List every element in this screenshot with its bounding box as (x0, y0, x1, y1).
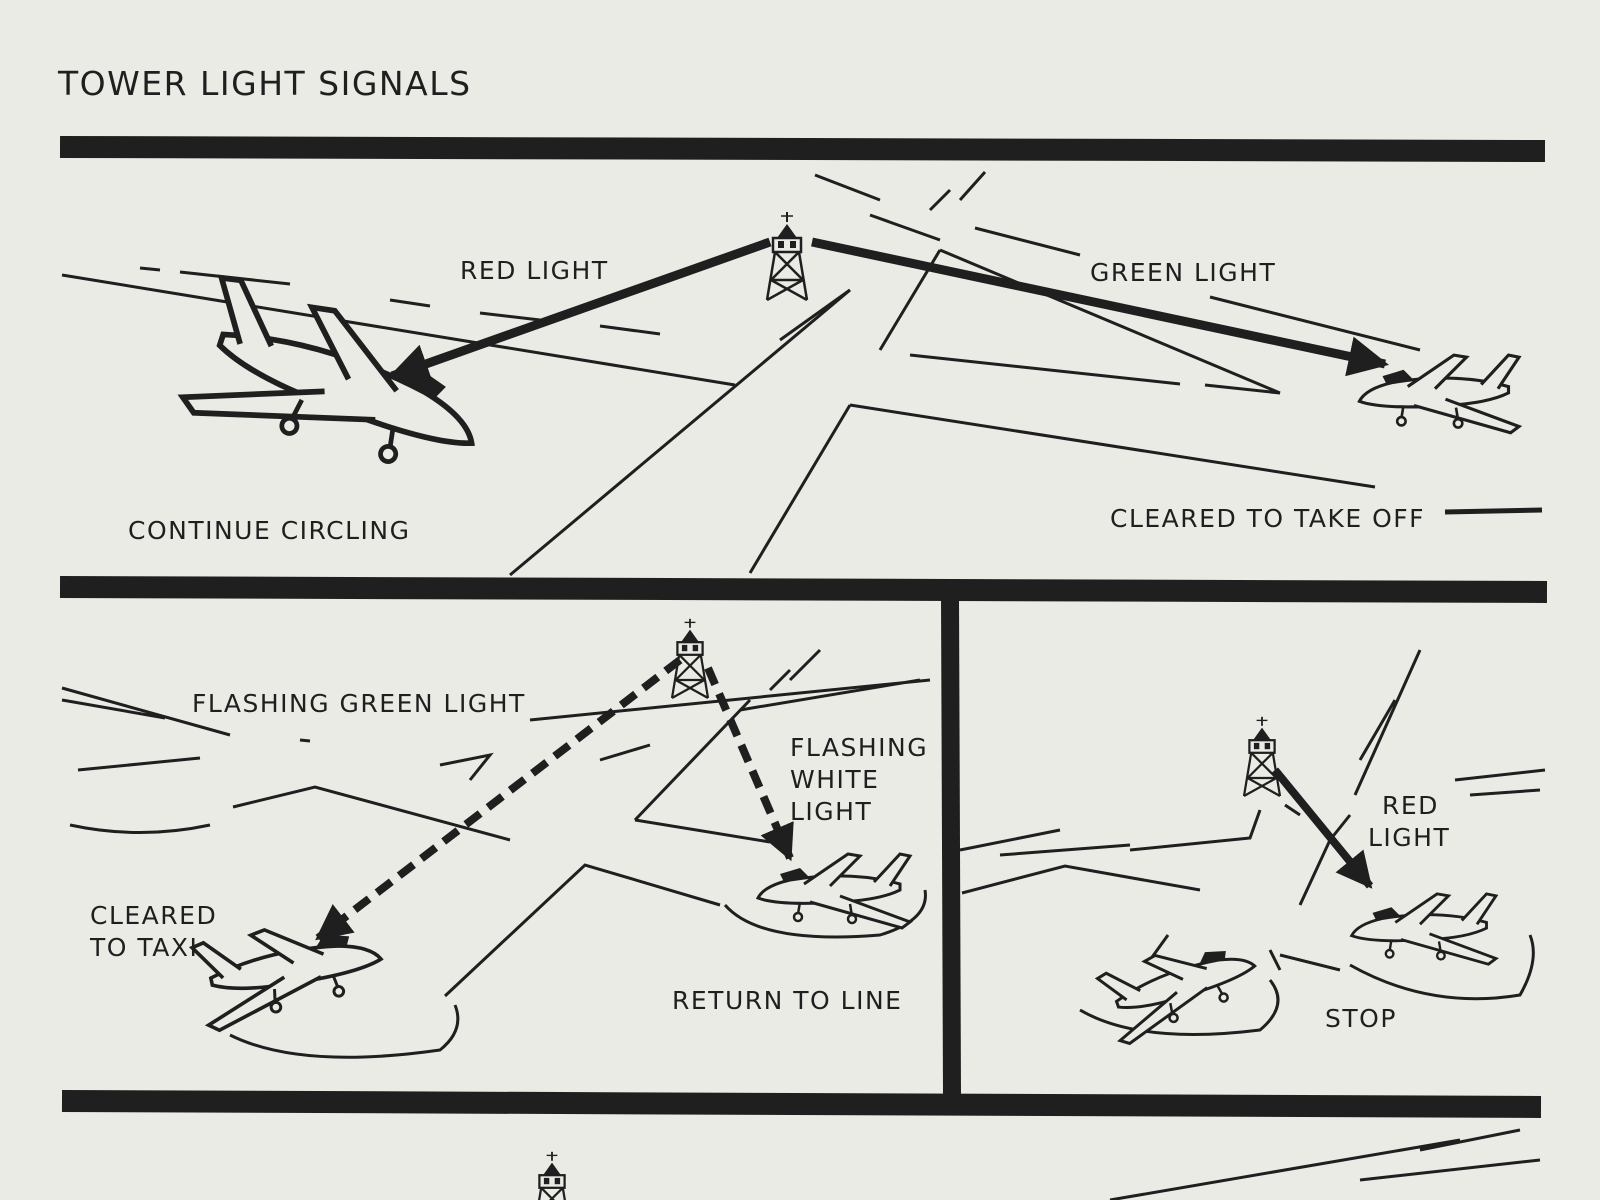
red-light-stop-label-line1: RED (1382, 791, 1439, 820)
flashing-white-arrow (704, 666, 794, 862)
panel-rules (59, 136, 1548, 1118)
next-panel-partial (1109, 1128, 1541, 1200)
bottom-left-arrows (315, 656, 794, 942)
stop-label: STOP (1325, 1004, 1397, 1033)
continue-circling-label: CONTINUE CIRCLING (128, 516, 411, 545)
flashing-white-label-line3: LIGHT (790, 797, 873, 826)
green-light-label: GREEN LIGHT (1090, 258, 1277, 287)
top-panel-runways (61, 171, 1543, 577)
bottom-right-arrows (1271, 767, 1374, 889)
top-panel-arrows (388, 237, 1389, 383)
flashing-white-label-line1: FLASHING (790, 733, 929, 762)
red-light-label: RED LIGHT (460, 256, 609, 285)
control-tower-icon (1242, 715, 1282, 798)
control-tower-icon (765, 210, 809, 302)
airplane-icon (189, 905, 391, 1035)
red-light-arrow (388, 237, 772, 383)
red-light-arrow-stop (1271, 767, 1374, 889)
page-title: TOWER LIGHT SIGNALS (58, 64, 472, 103)
airplane-icon (756, 852, 912, 930)
bottom-right-runways (959, 649, 1546, 1036)
green-light-arrow (811, 237, 1389, 377)
airplane-icon (179, 274, 497, 497)
flashing-green-label: FLASHING GREEN LIGHT (192, 689, 526, 718)
return-to-line-label: RETURN TO LINE (672, 986, 903, 1015)
flashing-green-arrow (315, 656, 683, 942)
flashing-white-label-line2: WHITE (790, 765, 880, 794)
cleared-taxi-label-line1: CLEARED (90, 901, 218, 930)
cleared-taxi-label-line2: TO TAXI (90, 933, 199, 962)
airplane-icon (1350, 892, 1498, 966)
red-light-stop-label-line2: LIGHT (1368, 823, 1451, 852)
control-tower-icon (532, 1150, 572, 1200)
cleared-takeoff-label: CLEARED TO TAKE OFF (1110, 504, 1426, 533)
